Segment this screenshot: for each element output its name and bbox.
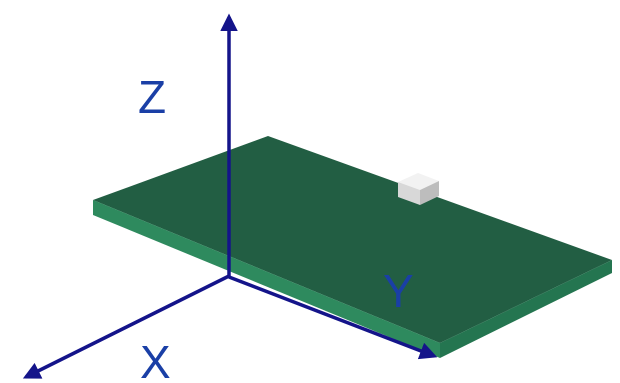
component-top-face	[398, 173, 439, 190]
component-front-face	[398, 182, 420, 205]
x-axis	[22, 274, 230, 379]
board-front-edge	[93, 200, 440, 358]
x-axis-label: X	[140, 336, 171, 383]
y-axis-label: Y	[383, 265, 414, 317]
circuit-board	[93, 136, 612, 358]
board-component	[398, 173, 439, 205]
board-right-edge	[440, 260, 612, 358]
z-axis-label: Z	[138, 71, 166, 123]
board-top-face	[93, 136, 612, 343]
component-side-face	[420, 181, 439, 205]
y-axis	[228, 275, 438, 360]
